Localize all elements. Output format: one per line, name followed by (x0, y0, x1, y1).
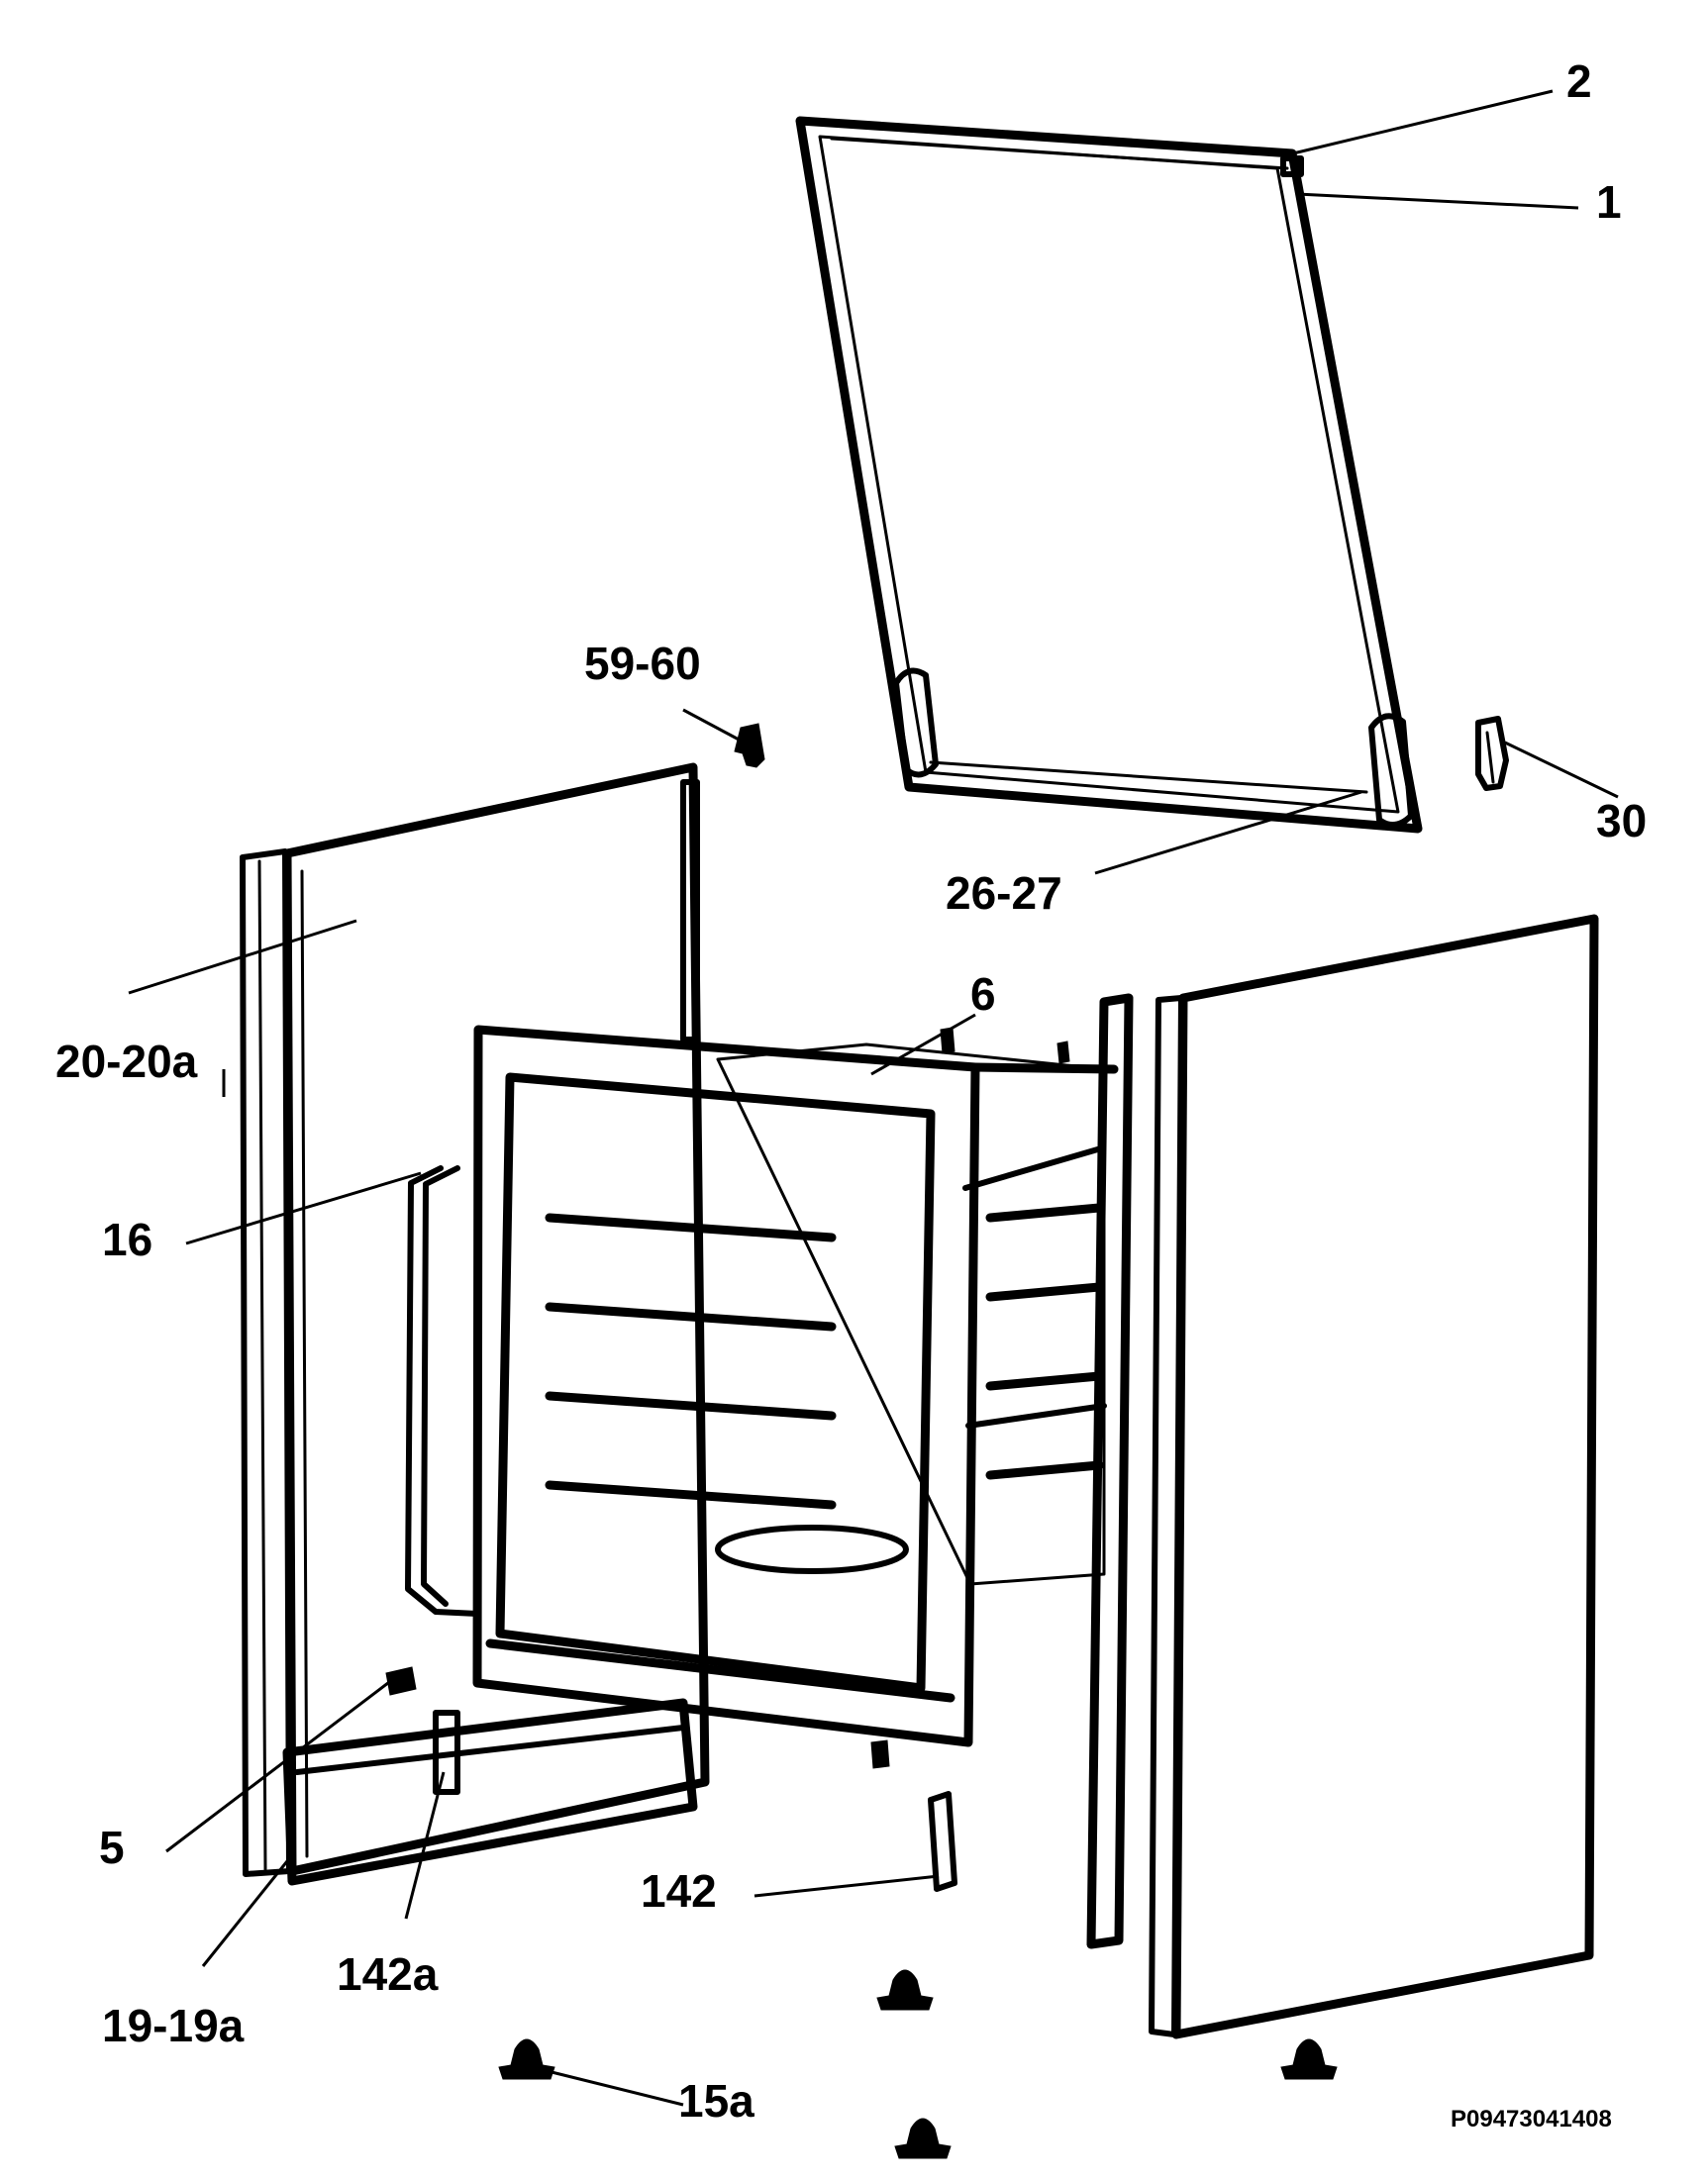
heating-element-16 (405, 1165, 480, 1617)
foot (1280, 2038, 1338, 2080)
callout-20-20a: 20-20a (55, 1036, 198, 1087)
callout-5: 5 (99, 1822, 125, 1873)
foot (498, 2038, 555, 2080)
callout-26-27: 26-27 (946, 867, 1062, 919)
callout-16: 16 (102, 1214, 152, 1265)
callout-142: 142 (641, 1865, 717, 1917)
drawing-number: P09473041408 (1451, 2106, 1612, 2132)
callout-30: 30 (1596, 795, 1647, 846)
base-frame (282, 1666, 698, 1886)
leader-lines (128, 89, 1619, 2107)
right-side-panel (1149, 914, 1599, 2039)
worktop-frame (795, 116, 1423, 834)
hinge-30 (1475, 716, 1509, 791)
foot (894, 2118, 952, 2159)
callout-2: 2 (1566, 55, 1592, 107)
clip-59-60 (734, 723, 765, 768)
callout-19-19a: 19-19a (102, 2000, 245, 2051)
callout-142a: 142a (337, 1948, 439, 2000)
right-side-rail (1086, 993, 1134, 1949)
callout-6: 6 (970, 968, 996, 1020)
callout-59-60: 59-60 (584, 638, 701, 689)
callouts: 2 1 59-60 30 26-27 6 20-20a 16 5 142 142… (55, 55, 1647, 2132)
callout-15a: 15a (678, 2075, 754, 2127)
foot (876, 1969, 934, 2011)
callout-1: 1 (1596, 176, 1622, 228)
oven-cavity (472, 1025, 1119, 1747)
bracket-142 (870, 1739, 957, 1892)
